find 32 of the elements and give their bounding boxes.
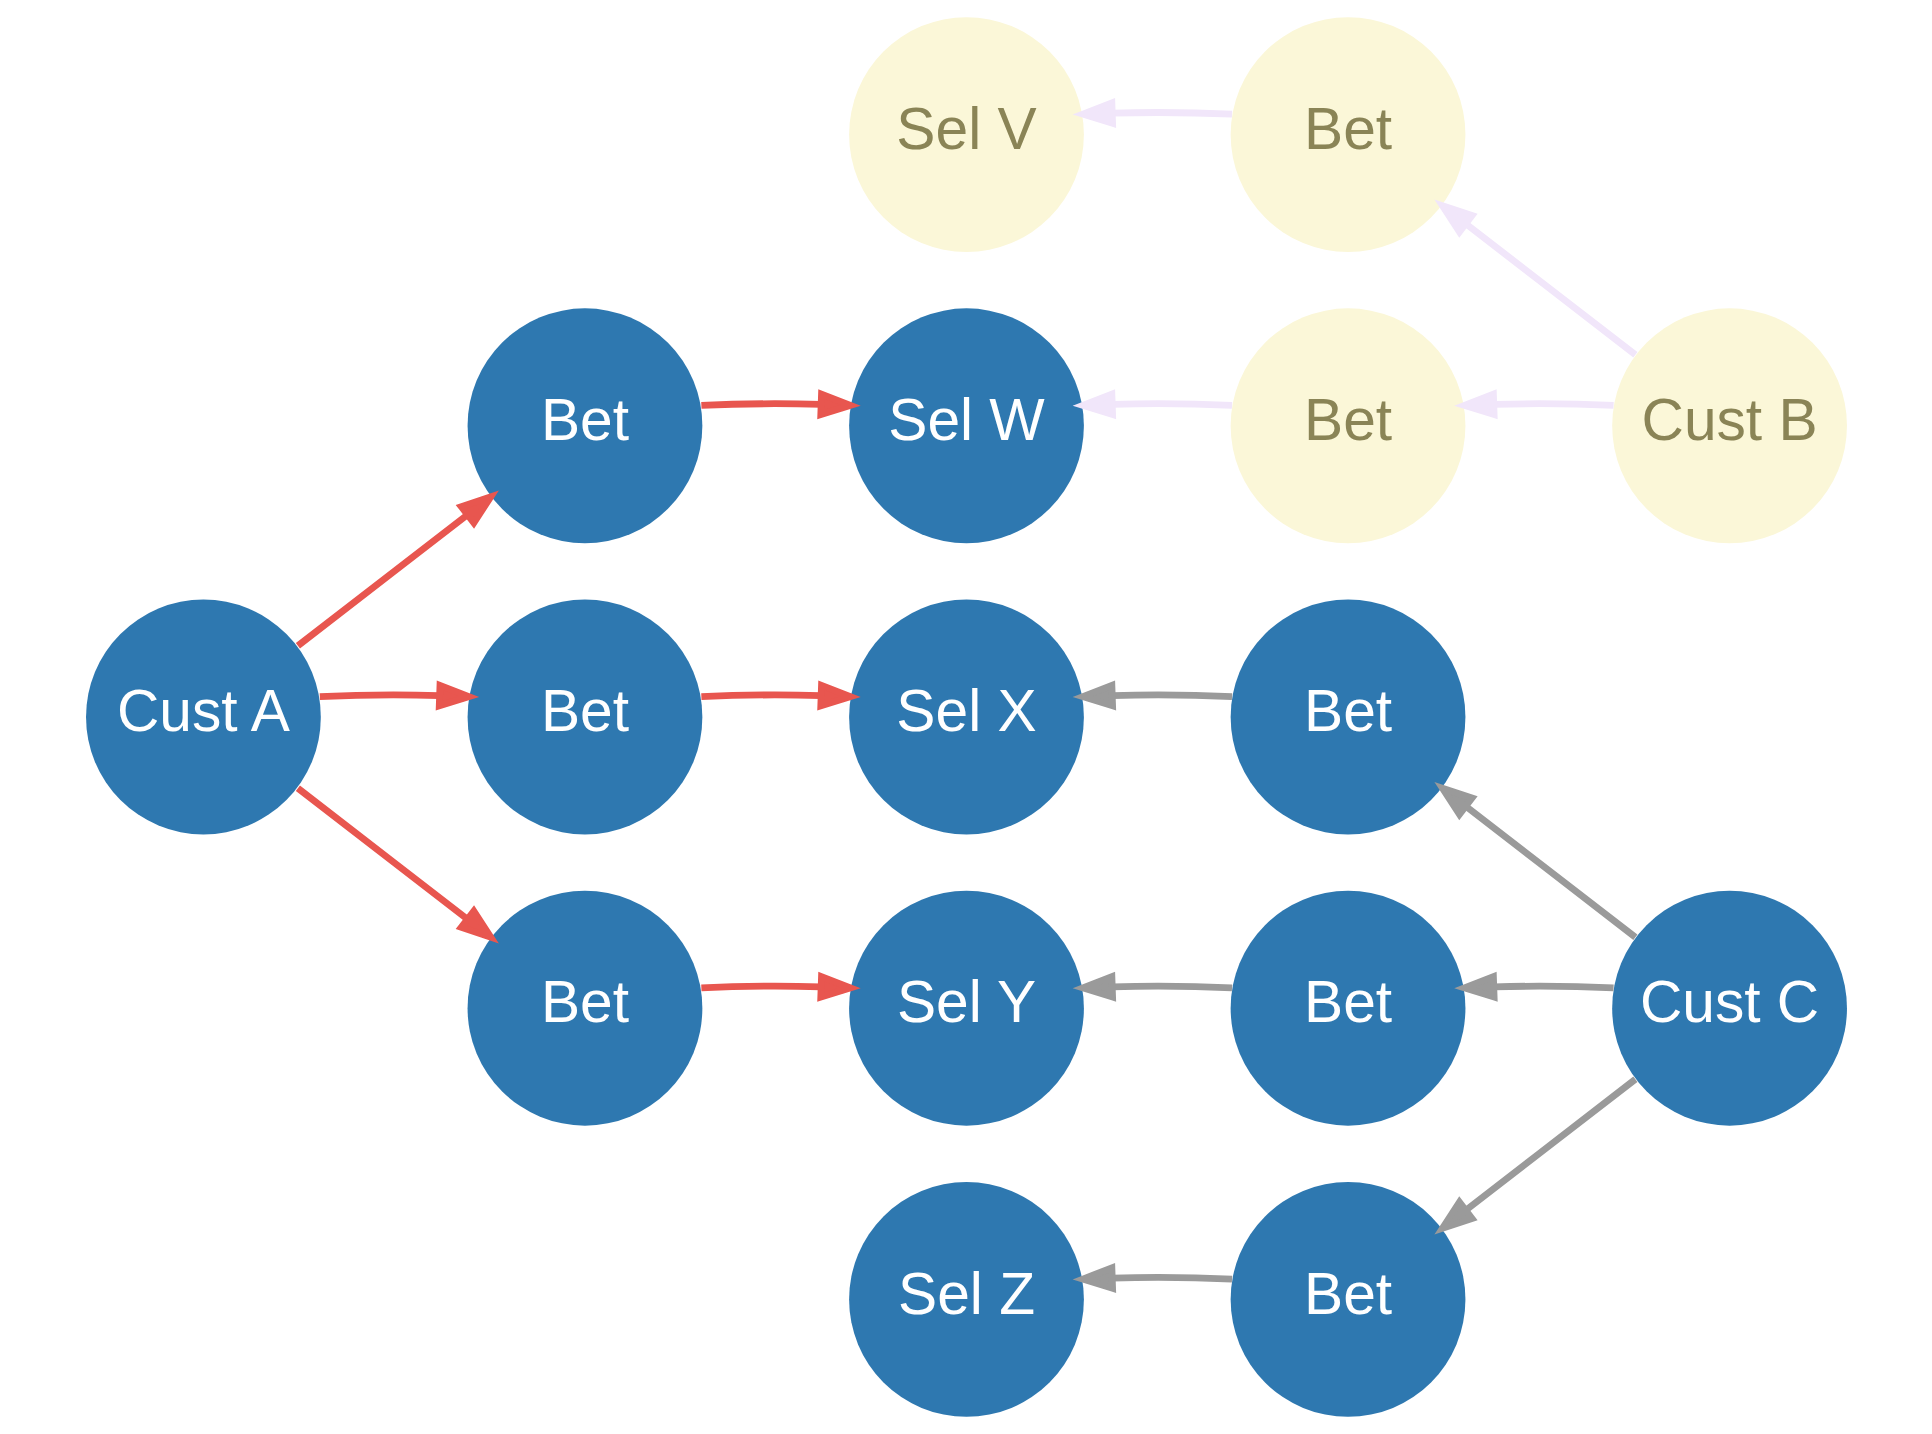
node-circle: Bet xyxy=(1230,1182,1465,1417)
node-circle: Bet xyxy=(1230,308,1465,544)
arrow xyxy=(1072,971,1232,1002)
arrow xyxy=(1433,199,1637,358)
arrow xyxy=(1433,1076,1637,1235)
node-circle: Sel Z xyxy=(848,1182,1084,1417)
node-circle: Bet xyxy=(467,308,702,544)
arrow xyxy=(700,389,861,420)
node-circle: Cust C xyxy=(1611,890,1847,1126)
node-circle: Bet xyxy=(1230,890,1465,1126)
arrow xyxy=(1072,680,1232,711)
node-circle: Bet xyxy=(467,599,702,835)
arrow xyxy=(700,971,861,1002)
node-circle: Sel Y xyxy=(848,890,1084,1126)
arrow xyxy=(1433,782,1637,940)
arrow xyxy=(1072,97,1232,128)
arrow xyxy=(295,785,499,944)
node-circle: Bet xyxy=(1230,599,1465,835)
arrow xyxy=(319,680,479,711)
node-circle: Bet xyxy=(1230,17,1465,252)
arrow xyxy=(1072,389,1232,420)
node-circle: Sel X xyxy=(848,599,1084,835)
arrow xyxy=(1453,971,1614,1002)
node-circle: Bet xyxy=(467,890,702,1126)
arrow xyxy=(1453,389,1614,420)
node-circle: Cust A xyxy=(85,599,321,835)
node-circle: Sel W xyxy=(848,308,1084,544)
node-circle: Cust B xyxy=(1611,308,1847,544)
node-circle: Sel V xyxy=(848,17,1084,252)
arrow xyxy=(1072,1262,1232,1293)
arrow xyxy=(700,680,861,711)
arrow xyxy=(295,490,499,649)
